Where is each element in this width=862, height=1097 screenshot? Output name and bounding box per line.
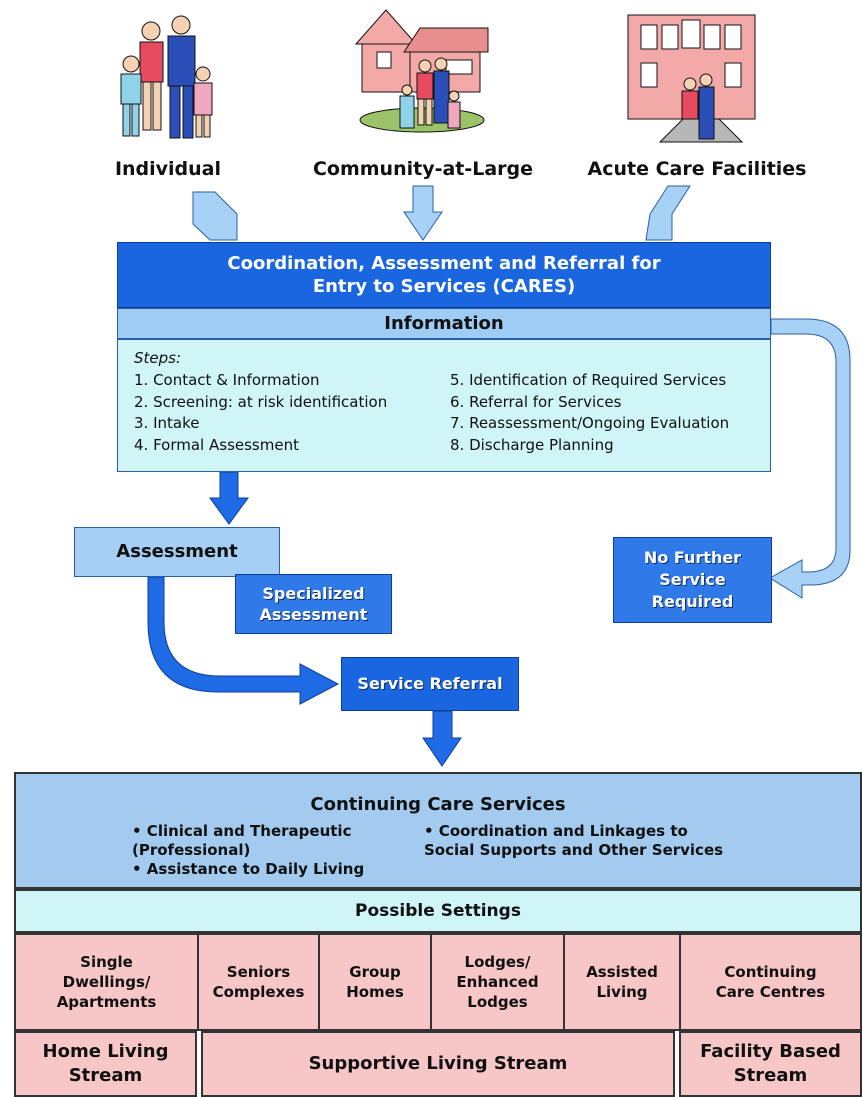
information-bar: Information: [117, 308, 771, 339]
steps-column-right: 5. Identification of Required Services 6…: [450, 370, 729, 456]
arrow-community-to-cares: [403, 185, 443, 241]
arrow-info-to-no-further-service: [769, 318, 851, 599]
facility-based-stream: Facility Based Stream: [679, 1031, 862, 1097]
possible-settings-bar: Possible Settings: [14, 889, 862, 933]
bullet-coordination: • Coordination and Linkages to Social Su…: [424, 822, 724, 859]
arrow-assessment-to-service-referral: [147, 576, 340, 705]
arrow-referral-to-continuing-care: [422, 710, 462, 767]
step-item: 4. Formal Assessment: [134, 435, 299, 454]
step-item: 1. Contact & Information: [134, 371, 320, 389]
steps-column-left: 1. Contact & Information 2. Screening: a…: [134, 370, 387, 456]
step-item: 2. Screening: at risk identification: [134, 392, 388, 411]
hospital-illustration: [627, 14, 756, 143]
family-illustration: [120, 15, 213, 139]
bullet-daily-living: • Assistance to Daily Living: [132, 860, 365, 878]
continuing-care-services-panel: Continuing Care Services • Clinical and …: [14, 772, 862, 889]
setting-seniors-complexes: Seniors Complexes: [199, 935, 320, 1029]
setting-group-homes: Group Homes: [320, 935, 432, 1029]
step-item: 7. Reassessment/Ongoing Evaluation: [450, 414, 730, 432]
no-further-service-box: No Further Service Required: [613, 537, 772, 623]
step-item: 5. Identification of Required Services: [450, 371, 727, 389]
service-referral-box: Service Referral: [341, 657, 519, 711]
step-item: 3. Intake: [134, 414, 200, 432]
step-item: 8. Discharge Planning: [450, 435, 614, 454]
home-living-stream: Home Living Stream: [14, 1031, 197, 1097]
continuing-care-title: Continuing Care Services: [310, 794, 566, 815]
steps-box: Steps: 1. Contact & Information 2. Scree…: [117, 339, 771, 472]
setting-continuing-care-centres: Continuing Care Centres: [715, 963, 826, 1001]
source-acute-care-label: Acute Care Facilities: [587, 158, 807, 180]
settings-row: Single Dwellings/ Apartments Seniors Com…: [14, 933, 862, 1031]
source-community-label: Community-at-Large: [312, 158, 534, 180]
specialized-assessment-box: Specialized Assessment: [235, 574, 392, 634]
supportive-living-stream: Supportive Living Stream: [201, 1031, 675, 1097]
steps-heading: Steps:: [134, 349, 182, 367]
setting-assisted-living: Assisted Living: [565, 935, 681, 1029]
setting-single-dwellings: Single Dwellings/ Apartments: [16, 935, 199, 1029]
arrow-steps-to-assessment: [209, 471, 249, 525]
community-house-illustration: [354, 9, 489, 133]
assessment-box: Assessment: [74, 527, 280, 577]
source-individual-label: Individual: [114, 158, 222, 180]
step-item: 6. Referral for Services: [450, 392, 622, 411]
arrow-acute-to-cares: [645, 185, 691, 241]
cares-header: Coordination, Assessment and Referral fo…: [117, 242, 771, 308]
bullet-clinical: • Clinical and Therapeutic (Professional…: [132, 822, 352, 859]
setting-lodges: Lodges/ Enhanced Lodges: [432, 935, 565, 1029]
arrow-individual-to-cares: [192, 191, 238, 241]
